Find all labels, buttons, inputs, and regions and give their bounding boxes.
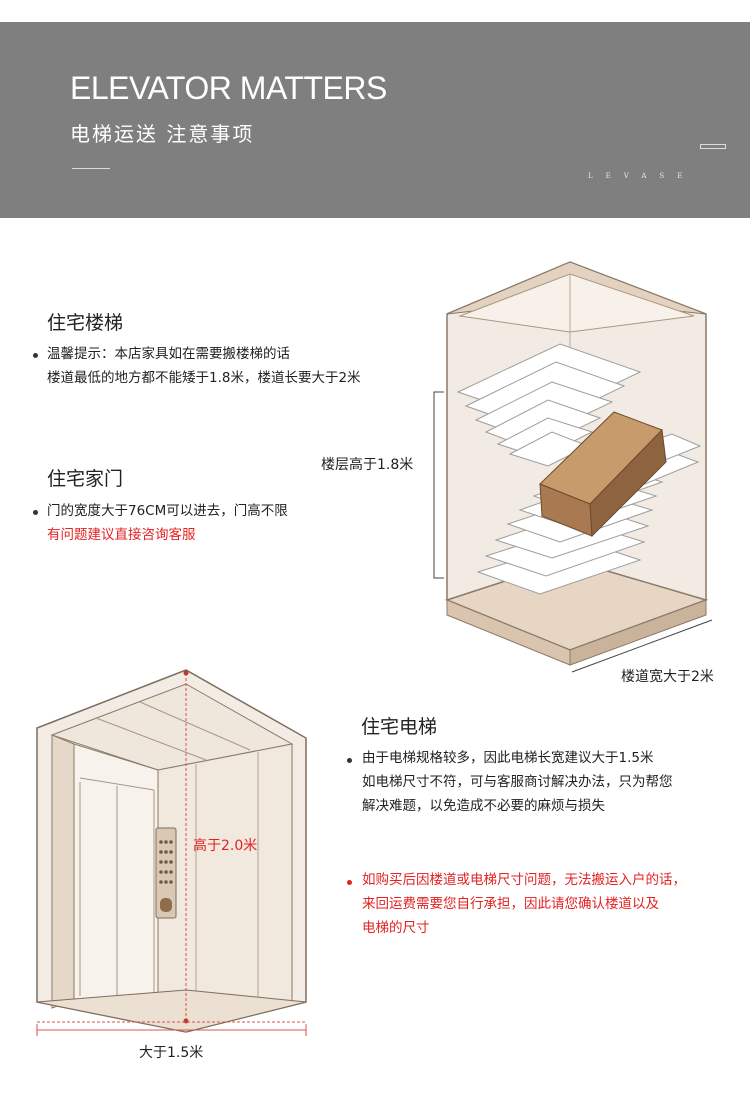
banner-decoration [700, 144, 726, 149]
elevator-width-label: 大于1.5米 [139, 1045, 204, 1061]
warning-line-3: 电梯的尺寸 [362, 920, 430, 936]
door-line-1: 门的宽度大于76CM可以进去，门高不限 [47, 503, 288, 519]
stairs-paragraph: 温馨提示：本店家具如在需要搬楼梯的话 楼道最低的地方都不能矮于1.8米，楼道长要… [47, 342, 361, 390]
banner-title: ELEVATOR MATTERS [70, 70, 387, 106]
elevator-bullet-icon [347, 758, 352, 763]
banner-divider [72, 168, 110, 169]
warning-paragraph: 如购买后因楼道或电梯尺寸问题，无法搬运入户的话， 来回运费需要您自行承担，因此请… [362, 868, 686, 940]
warning-line-2: 来回运费需要您自行承担，因此请您确认楼道以及 [362, 896, 659, 912]
elevator-line-3: 解决难题，以免造成不必要的麻烦与损失 [362, 798, 605, 814]
door-line-2: 有问题建议直接咨询客服 [47, 527, 196, 543]
stair-height-label: 楼层高于1.8米 [321, 457, 414, 473]
header-banner: ELEVATOR MATTERS 电梯运送 注意事项 LEVASE [0, 22, 750, 218]
elevator-line-2: 如电梯尺寸不符，可与客服商讨解决办法，只为帮您 [362, 774, 673, 790]
warning-bullet-icon [347, 880, 352, 885]
elevator-line-1: 由于电梯规格较多，因此电梯长宽建议大于1.5米 [362, 750, 654, 766]
door-paragraph: 门的宽度大于76CM可以进去，门高不限 有问题建议直接咨询客服 [47, 499, 288, 547]
stairs-line-1: 温馨提示：本店家具如在需要搬楼梯的话 [47, 346, 290, 362]
banner-subtitle: 电梯运送 注意事项 [70, 122, 255, 146]
stairs-bullet-icon [33, 353, 38, 358]
stairs-line-2: 楼道最低的地方都不能矮于1.8米，楼道长要大于2米 [47, 370, 361, 386]
door-section-title: 住宅家门 [47, 468, 124, 490]
stairs-section-title: 住宅楼梯 [47, 312, 124, 334]
elevator-paragraph: 由于电梯规格较多，因此电梯长宽建议大于1.5米 如电梯尺寸不符，可与客服商讨解决… [362, 746, 673, 818]
elevator-height-label: 高于2.0米 [193, 838, 258, 854]
warning-line-1: 如购买后因楼道或电梯尺寸问题，无法搬运入户的话， [362, 872, 686, 888]
elevator-section-title: 住宅电梯 [361, 716, 438, 738]
door-bullet-icon [33, 510, 38, 515]
banner-letters: LEVASE [588, 172, 696, 180]
stair-width-label: 楼道宽大于2米 [621, 669, 714, 685]
